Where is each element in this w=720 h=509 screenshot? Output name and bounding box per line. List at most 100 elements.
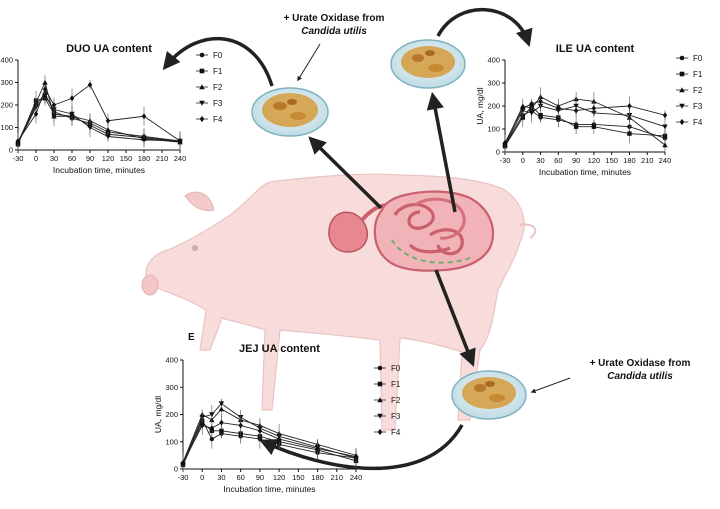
- series-line: [17, 97, 181, 145]
- y-tick-label: 100: [487, 125, 500, 134]
- data-point: [141, 137, 147, 143]
- data-point: [528, 110, 535, 116]
- data-point: [529, 100, 534, 107]
- legend-label: F2: [391, 396, 401, 405]
- data-point: [51, 102, 57, 108]
- data-point: [218, 406, 225, 412]
- data-point: [520, 105, 525, 112]
- data-point: [573, 124, 579, 129]
- legend-marker: [679, 118, 685, 126]
- legend-label: F1: [213, 67, 223, 76]
- x-tick-label: 240: [659, 156, 672, 165]
- data-point: [105, 134, 111, 140]
- y-tick-label: 400: [0, 56, 13, 65]
- legend-item: F4: [676, 118, 703, 127]
- data-point: [556, 105, 561, 112]
- x-tick-label: 150: [605, 156, 618, 165]
- x-axis-label: Incubation time, minutes: [53, 165, 145, 175]
- data-point: [315, 445, 320, 452]
- x-tick-label: 30: [217, 473, 225, 482]
- legend-label: F4: [391, 428, 401, 437]
- legend-label: F1: [693, 70, 703, 79]
- legend-item: F1: [374, 380, 401, 389]
- legend-marker: [679, 87, 685, 93]
- arrow-enzyme-top: [297, 43, 321, 82]
- series-f4: [15, 79, 183, 149]
- legend-label: F3: [213, 99, 223, 108]
- arrow-dish-to-ile-chart: [436, 8, 533, 47]
- legend-item: F4: [196, 115, 223, 124]
- legend-marker: [679, 55, 685, 61]
- data-point: [87, 125, 93, 131]
- data-point: [15, 138, 21, 144]
- data-point: [87, 81, 93, 88]
- x-tick-label: 180: [623, 156, 636, 165]
- x-tick-label: 180: [138, 154, 151, 163]
- legend-item: F2: [676, 86, 703, 95]
- x-tick-label: 30: [536, 156, 544, 165]
- x-tick-label: 210: [641, 156, 654, 165]
- x-tick-label: 90: [572, 156, 580, 165]
- x-tick-label: 0: [521, 156, 525, 165]
- arrow-enzyme-right: [530, 377, 571, 394]
- data-point: [33, 111, 39, 117]
- data-point: [209, 425, 215, 432]
- data-point: [219, 419, 224, 426]
- x-tick-label: 0: [200, 473, 204, 482]
- y-tick-label: 300: [0, 78, 13, 87]
- data-point: [591, 105, 597, 112]
- data-point: [627, 103, 632, 109]
- data-point: [662, 142, 668, 148]
- data-point: [502, 139, 508, 146]
- x-axis-label: Incubation time, minutes: [223, 484, 315, 494]
- data-point: [42, 79, 48, 85]
- x-tick-label: 60: [68, 154, 76, 163]
- legend-item: F3: [676, 102, 703, 111]
- y-axis-label: UA, mg/dl: [153, 396, 163, 433]
- legend-label: F4: [693, 118, 703, 127]
- arrow-duo-to-dish: [308, 136, 383, 210]
- petri-dish-top: [390, 39, 466, 89]
- y-tick-label: 300: [165, 383, 178, 392]
- legend-item: F4: [374, 428, 401, 437]
- legend-item: F0: [196, 51, 223, 60]
- legend-label: F3: [693, 102, 703, 111]
- series-line: [504, 96, 666, 146]
- legend-label: F0: [391, 364, 401, 373]
- series-line: [504, 105, 666, 146]
- panel-mark: E: [188, 332, 195, 343]
- series-line: [504, 110, 666, 146]
- legend-marker: [679, 103, 685, 109]
- x-tick-label: -30: [13, 154, 24, 163]
- series-line: [17, 92, 181, 144]
- data-point: [662, 112, 668, 119]
- data-point: [662, 124, 668, 130]
- y-tick-label: 400: [165, 356, 178, 365]
- series-line: [182, 418, 357, 464]
- data-point: [591, 124, 597, 129]
- series-f4: [180, 415, 359, 471]
- legend-marker: [377, 365, 383, 371]
- y-tick-label: 200: [165, 410, 178, 419]
- x-tick-label: 0: [34, 154, 38, 163]
- data-point: [69, 95, 75, 102]
- legend-marker: [377, 428, 383, 436]
- arrow-ile-to-dish: [426, 91, 457, 213]
- legend-label: F0: [693, 54, 703, 63]
- y-tick-label: 0: [174, 465, 178, 474]
- data-point: [177, 138, 183, 144]
- legend-marker: [377, 397, 383, 403]
- result-arrows: [162, 8, 571, 471]
- y-tick-label: 100: [0, 123, 13, 132]
- x-tick-label: 120: [588, 156, 601, 165]
- data-point: [219, 428, 224, 434]
- chart-title: ILE UA content: [556, 43, 635, 55]
- series-f3: [502, 96, 668, 150]
- arrow-jej-to-dish: [434, 269, 476, 367]
- x-tick-label: -30: [178, 473, 189, 482]
- data-point: [51, 113, 57, 119]
- data-point: [200, 422, 205, 429]
